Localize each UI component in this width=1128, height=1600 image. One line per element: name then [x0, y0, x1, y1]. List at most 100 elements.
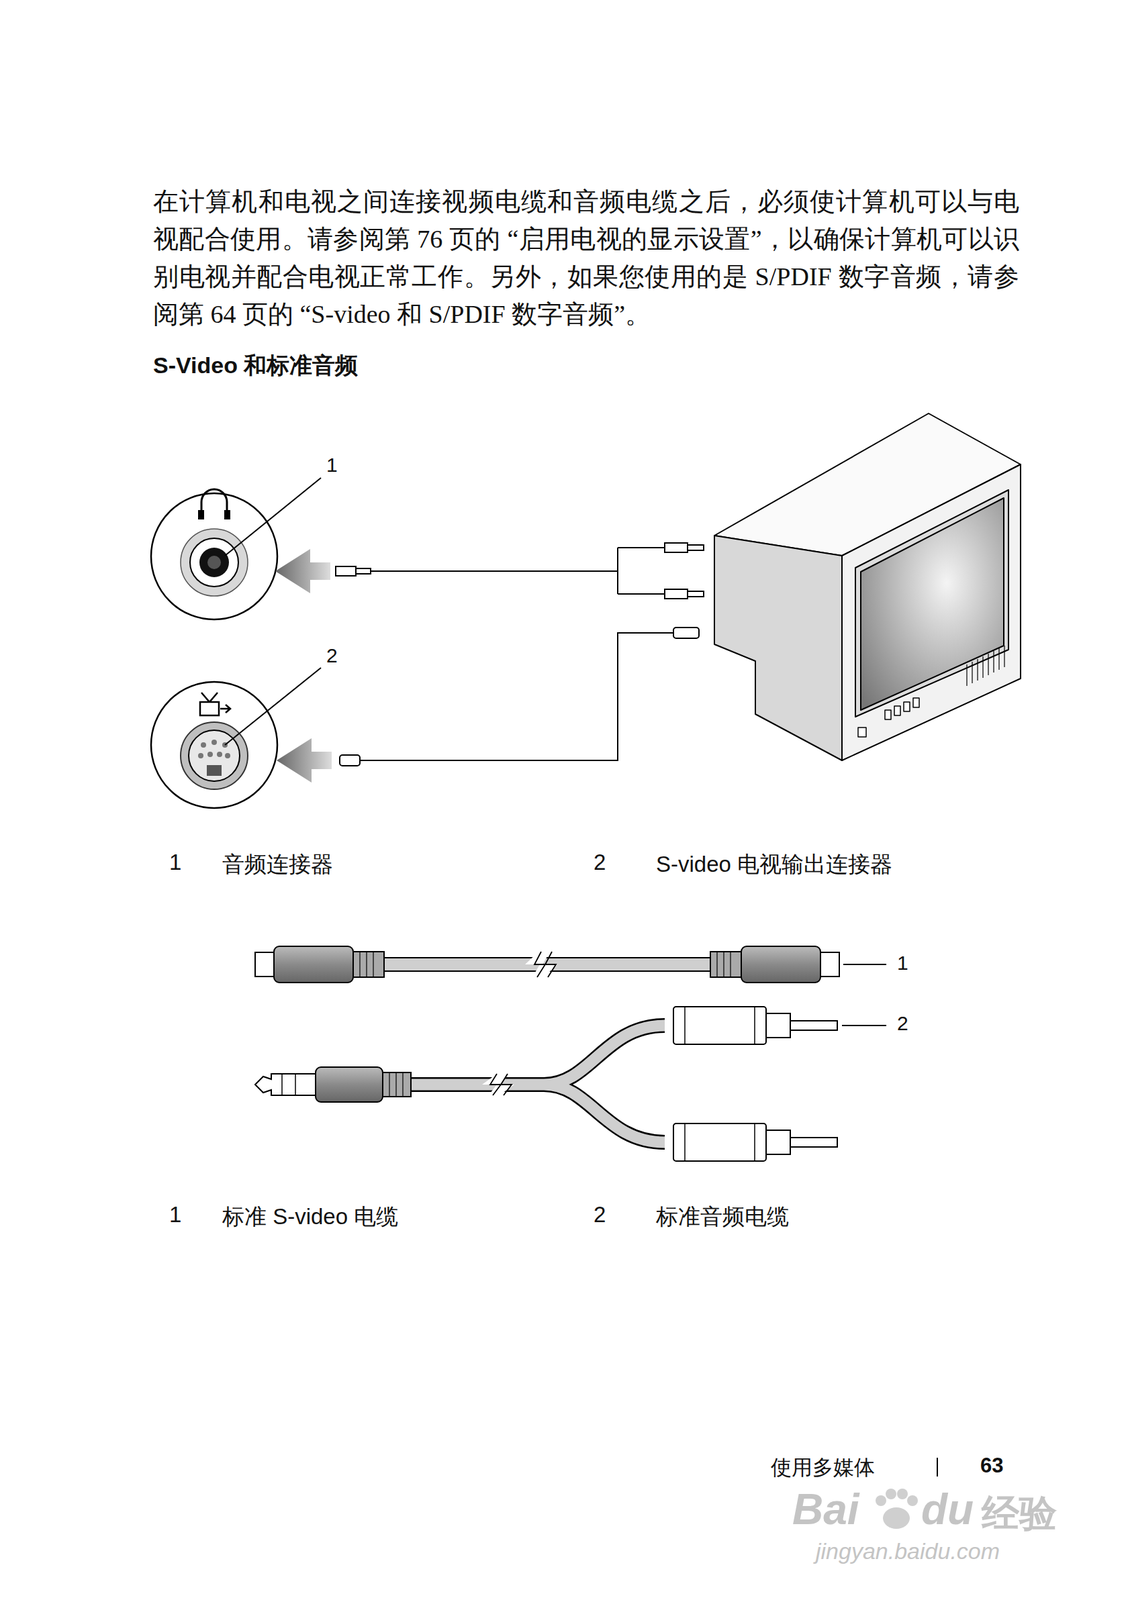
television — [860, 498, 1004, 711]
callout-number: 1 — [326, 453, 338, 477]
svideo-jack-icon — [198, 739, 231, 759]
svideo-cable — [255, 952, 274, 977]
television — [841, 464, 1021, 761]
watermark-paw — [875, 1495, 887, 1507]
watermark: du — [921, 1485, 974, 1535]
footer-separator — [936, 1458, 938, 1478]
insert-arrow — [275, 549, 331, 594]
cable-plug — [687, 545, 704, 551]
cable-wire — [359, 633, 674, 761]
audio-cable — [684, 1007, 755, 1045]
svideo-jack-icon — [224, 668, 321, 746]
audio-jack-icon — [151, 478, 321, 620]
audio-cable — [673, 1123, 767, 1162]
watermark: 经验 — [981, 1489, 1057, 1541]
audio-cable — [790, 1138, 838, 1148]
audio-cable — [408, 1025, 665, 1143]
audio-cable — [841, 1025, 887, 1027]
svideo-jack-icon — [201, 692, 218, 703]
audio-cable — [490, 1074, 512, 1096]
svideo-jack-icon — [180, 722, 248, 790]
cable-wire — [359, 547, 674, 761]
svideo-jack-icon — [200, 702, 219, 716]
svideo-cable — [273, 946, 354, 983]
audio-cable — [684, 1123, 755, 1162]
television — [714, 535, 842, 761]
watermark-paw — [907, 1495, 918, 1507]
watermark-paw — [897, 1489, 908, 1500]
insert-arrow — [275, 549, 332, 783]
svideo-cable — [534, 952, 556, 978]
television — [913, 698, 920, 708]
television — [714, 413, 1021, 761]
television — [858, 698, 920, 738]
television — [966, 645, 1005, 687]
audio-cable — [389, 1072, 403, 1098]
cable-plug — [673, 627, 699, 639]
cable-plug — [335, 543, 704, 767]
svideo-jack-icon — [151, 668, 321, 809]
callout-number: 2 — [326, 644, 338, 668]
svideo-cable — [353, 952, 385, 978]
television — [894, 706, 901, 716]
audio-jack-icon — [224, 478, 321, 556]
caption-number: 2 — [593, 850, 606, 876]
watermark-paw — [885, 1489, 897, 1500]
audio-cable — [766, 1013, 791, 1039]
caption-number: 2 — [593, 1202, 606, 1229]
callout-number: 1 — [897, 952, 909, 975]
svideo-jack-icon — [206, 765, 222, 777]
watermark-url: jingyan.baidu.com — [815, 1538, 1000, 1566]
cable-wire — [370, 570, 618, 573]
cable-plug — [339, 755, 360, 767]
caption-number: 1 — [169, 850, 182, 876]
svideo-jack-icon — [200, 742, 207, 748]
svideo-cable — [255, 946, 887, 983]
cable-plug — [664, 589, 688, 599]
audio-jack-icon — [224, 510, 231, 520]
cable-plug — [664, 543, 688, 553]
audio-cable — [255, 1007, 887, 1162]
svideo-cable — [820, 952, 840, 977]
svideo-jack-icon — [220, 705, 231, 714]
svideo-jack-icon — [207, 752, 213, 758]
caption-text: 标准音频电缆 — [655, 1202, 789, 1233]
cable-plug — [335, 566, 356, 577]
television — [858, 727, 867, 738]
footer-section: 使用多媒体 — [770, 1454, 875, 1483]
section-heading: S-Video 和标准音频 — [153, 350, 358, 382]
audio-jack-icon — [207, 555, 221, 570]
audio-cable — [408, 1025, 665, 1143]
svideo-cable — [710, 952, 742, 978]
watermark: Bai — [792, 1485, 860, 1535]
svideo-jack-icon — [198, 753, 204, 759]
audio-cable — [255, 1074, 316, 1096]
svideo-cable — [359, 952, 374, 978]
audio-cable — [673, 1007, 767, 1045]
svideo-jack-icon — [216, 752, 223, 758]
svideo-jack-icon — [224, 753, 231, 759]
watermark-paw — [875, 1489, 918, 1530]
caption-number: 1 — [169, 1202, 182, 1229]
svideo-cable — [717, 952, 731, 978]
cable-plug — [355, 568, 371, 575]
callout-number: 2 — [897, 1012, 909, 1036]
television — [855, 490, 1009, 718]
television — [966, 645, 1005, 687]
audio-jack-icon — [198, 510, 205, 520]
audio-cable — [282, 1074, 296, 1096]
television — [884, 710, 891, 720]
cable-plug — [687, 591, 704, 597]
audio-jack-icon — [180, 529, 248, 597]
svideo-jack-icon — [211, 739, 217, 746]
audio-cable — [315, 1067, 383, 1103]
cable-wire — [617, 547, 619, 595]
audio-cable — [790, 1021, 838, 1031]
television — [903, 702, 910, 712]
audio-cable — [766, 1130, 791, 1155]
audio-jack-icon — [201, 489, 227, 517]
audio-jack-icon — [151, 493, 278, 620]
body-paragraph: 在计算机和电视之间连接视频电缆和音频电缆之后，必须使计算机可以与电视配合使用。请… — [153, 182, 1020, 334]
audio-cable — [382, 1072, 411, 1098]
svideo-jack-icon — [151, 682, 278, 809]
